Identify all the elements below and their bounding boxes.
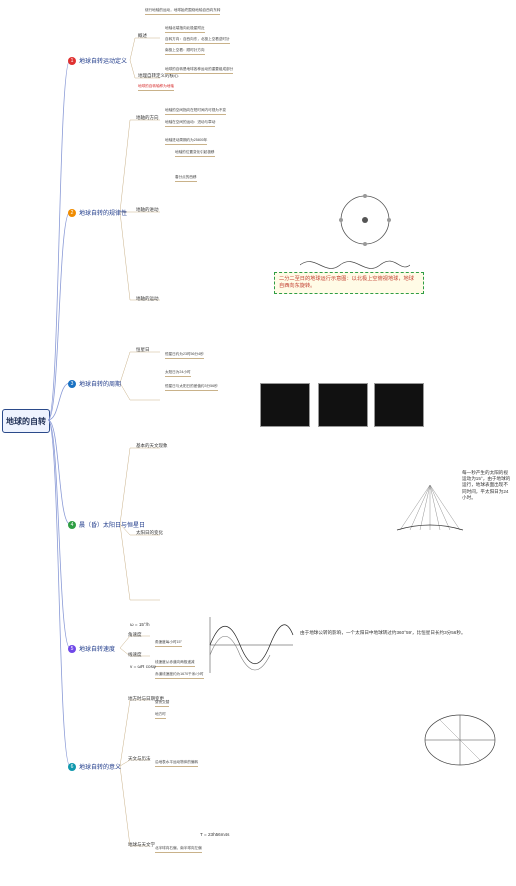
branch-4[interactable]: 4 晨（昏）太阳日与恒星日 [68, 520, 145, 529]
sine-chart-diagram [209, 617, 294, 673]
bottom-note: 由于地球公转的影响，一个太阳日中地球转过约360°59′，比恒星日长约3分56秒… [300, 630, 466, 635]
branch-6-label: 地球自转的意义 [79, 765, 122, 771]
formula-2: v = ωR cosφ [130, 664, 156, 669]
sub-6c[interactable]: 地球与天文学 [128, 842, 155, 847]
sub-2b[interactable]: 地轴的进动 [136, 207, 159, 212]
leaf-10: 春分点的西移 [175, 175, 197, 182]
branch-1[interactable]: 1 地球自转运动定义 [68, 56, 127, 65]
leaf-3: 南极上空看：顺时针方向 [165, 48, 205, 55]
leaf-15: 线速度从赤道向两极递减 [155, 660, 195, 667]
sub-6b[interactable]: 天文与历法 [128, 756, 151, 761]
branch-1-badge: 1 [68, 56, 76, 65]
leaf-5: 地球的自转轴称为地轴 [138, 84, 174, 91]
leaf-1: 地轴北端指向北极星附近 [165, 26, 205, 33]
leaf-16: 赤道线速度约为1670千米/小时 [155, 672, 204, 679]
leaf-11: 恒星日约为23时56分4秒 [165, 352, 204, 359]
sub-3a[interactable]: 恒星日 [136, 347, 150, 352]
branch-5-label: 地球自转速度 [79, 647, 116, 653]
sub-1a[interactable]: 概述 [138, 33, 147, 38]
earth-orbit-diagram [339, 194, 391, 246]
sun-rays-diagram [396, 484, 464, 531]
branch-5[interactable]: 5 地球自转速度 [68, 644, 115, 653]
leaf-17: 昼夜交替 [155, 700, 170, 707]
formula-1: ω = 15°/h [130, 622, 150, 627]
panel-image-3 [374, 383, 424, 427]
leaf-0: 绕行地轴的运动，地球始终围绕地轴自西向东转 [145, 8, 221, 15]
branch-6-badge: 6 [68, 762, 76, 771]
leaf-18: 地方时 [155, 712, 166, 719]
branch-2-badge: 2 [68, 208, 76, 217]
branch-3-badge: 3 [68, 379, 76, 388]
branch-5-badge: 5 [68, 644, 76, 653]
panel-image-1 [260, 383, 310, 427]
formula-3: T = 23h56m4s [200, 832, 230, 837]
leaf-7: 地轴在空间的运动：进动与章动 [165, 120, 216, 127]
globe-diagram [424, 714, 496, 766]
side-note: 每一秒产生的太阳的视运动为15°，由于地球的运行，地球表面出现不同时间，平太阳日… [462, 470, 511, 500]
sub-1b[interactable]: 地理自转定义的核心 [138, 73, 179, 78]
leaf-9: 地轴的位置变化引起极移 [175, 150, 215, 157]
sub-4a[interactable]: 基本的天文现象 [136, 443, 168, 448]
wave-diagram [300, 260, 410, 269]
sub-4b[interactable]: 太阳日的变化 [136, 530, 163, 535]
branch-2[interactable]: 2 地球自转的规律性 [68, 208, 127, 217]
leaf-12: 太阳日为24小时 [165, 370, 191, 377]
branch-4-badge: 4 [68, 520, 76, 529]
branch-1-label: 地球自转运动定义 [79, 59, 128, 65]
leaf-4: 地球的自转是地球各种运动的重要组成部分 [165, 67, 234, 74]
sub-5b[interactable]: 线速度 [128, 652, 142, 657]
leaf-20: 北半球向右偏，南半球向左偏 [155, 846, 202, 853]
sub-2c[interactable]: 地轴的运动 [136, 296, 159, 301]
leaf-2: 自转方向：自西向东，北极上空看逆时针 [165, 37, 230, 44]
root-node[interactable]: 地球的自转 [2, 409, 50, 433]
sub-5a[interactable]: 角速度 [128, 632, 142, 637]
branch-2-label: 地球自转的规律性 [79, 211, 128, 217]
leaf-14: 角速度每小时15° [155, 640, 182, 647]
branch-4-label: 晨（昏）太阳日与恒星日 [79, 523, 146, 529]
branch-3-label: 地球自转的周期 [79, 382, 122, 388]
panel-image-2 [318, 383, 368, 427]
leaf-8: 地轴进动周期约为25800年 [165, 138, 208, 145]
leaf-19: 沿地表水平运动物体的偏转 [155, 760, 199, 767]
branch-6[interactable]: 6 地球自转的意义 [68, 762, 121, 771]
leaf-6: 地轴的空间指向在短时间内可视为不变 [165, 108, 227, 115]
callout-note: 二分二至日的地球运行示意图：以北极上空俯视地球，地球自西向东旋转。 [274, 272, 424, 295]
branch-3[interactable]: 3 地球自转的周期 [68, 379, 121, 388]
sub-6a[interactable]: 地方时与日期变更 [128, 696, 164, 701]
sub-2a[interactable]: 地轴的方向 [136, 115, 159, 120]
leaf-13: 恒星日与太阳日的差值约3分56秒 [165, 384, 218, 391]
